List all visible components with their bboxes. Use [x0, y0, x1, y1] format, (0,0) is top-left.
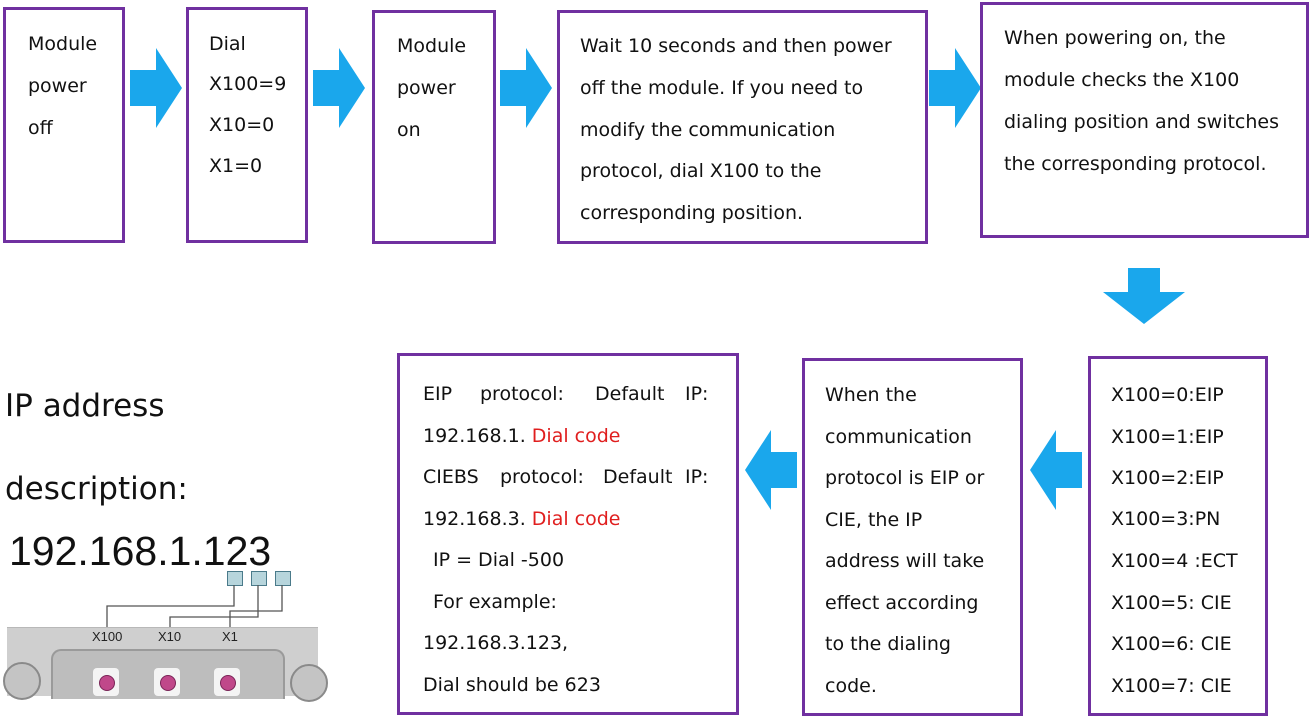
step-text: X10=0: [209, 114, 275, 136]
left-arrow-icon: [745, 430, 797, 510]
step-text: off the module. If you need to: [580, 77, 864, 99]
step-text: power: [397, 77, 456, 99]
ip-example-number: 192.168.1.123: [9, 528, 272, 574]
step-text: on: [397, 119, 421, 141]
eip-dial-code: Dial code: [531, 425, 621, 447]
ciebs-label: CIEBS: [423, 466, 479, 488]
effect-text: When the: [825, 384, 917, 406]
step-text: modify the communication: [580, 119, 836, 141]
right-arrow-icon: [929, 48, 981, 128]
eip-ip-word: IP:: [685, 383, 709, 405]
protocol-list-box: X100=0:EIP X100=1:EIP X100=2:EIP X100=3:…: [1088, 356, 1268, 716]
step-text: Wait 10 seconds and then power: [580, 35, 892, 57]
effect-text: CIE, the IP: [825, 509, 923, 531]
step-text: X1=0: [209, 155, 263, 177]
down-arrow-icon: [1103, 268, 1185, 324]
dial-label-x10: X10: [158, 629, 182, 644]
connector-square: [251, 571, 267, 586]
effect-text: protocol is EIP or: [825, 467, 985, 489]
protocol-item: X100=2:EIP: [1111, 467, 1224, 489]
eip-label: EIP: [423, 383, 453, 405]
step-power-on-box: Module power on: [372, 10, 496, 244]
step-text: the corresponding protocol.: [1004, 153, 1267, 175]
protocol-item: X100=6: CIE: [1111, 633, 1232, 655]
eip-protocol-word: protocol:: [480, 383, 564, 405]
ciebs-ip-word: IP:: [685, 466, 709, 488]
step-check-box: When powering on, the module checks the …: [980, 2, 1309, 238]
rotary-dial-x100-icon: [93, 668, 119, 696]
dial-panel: [3, 627, 328, 702]
right-arrow-icon: [313, 48, 365, 128]
dial-label-x1: X1: [222, 629, 238, 644]
effect-text: code.: [825, 675, 877, 697]
protocol-item: X100=0:EIP: [1111, 384, 1224, 406]
example-result: Dial should be 623: [423, 674, 601, 696]
ciebs-default-ip: 192.168.3. Dial code: [423, 510, 621, 529]
ciebs-default-word: Default: [603, 466, 673, 488]
ip-description-title-line1: IP address: [5, 388, 165, 424]
ip-formula: IP = Dial -500: [433, 549, 565, 571]
rotary-dial-x1-icon: [214, 668, 240, 696]
step-text: Dial: [209, 33, 246, 55]
step-text: corresponding position.: [580, 202, 804, 224]
protocol-item: X100=1:EIP: [1111, 426, 1224, 448]
step-text: power: [28, 75, 87, 97]
example-label: For example:: [433, 591, 557, 613]
screw-right-icon: [290, 664, 328, 702]
ip-default-box: EIP protocol: Default IP: 192.168.1. Dia…: [397, 353, 739, 715]
protocol-item: X100=7: CIE: [1111, 675, 1232, 697]
ciebs-dial-code: Dial code: [531, 508, 621, 530]
step-text: Module: [397, 35, 467, 57]
effect-text: to the dialing: [825, 633, 951, 655]
ciebs-protocol-word: protocol:: [500, 466, 584, 488]
step-wait-box: Wait 10 seconds and then power off the m…: [557, 10, 928, 244]
eip-ip-prefix: 192.168.1.: [423, 425, 526, 447]
rotary-dial-x10-icon: [154, 668, 180, 696]
step-text: off: [28, 117, 53, 139]
step-text: Module: [28, 33, 98, 55]
effect-text: effect according: [825, 592, 979, 614]
right-arrow-icon: [130, 48, 182, 128]
right-arrow-icon: [500, 48, 552, 128]
step-power-off-box: Module power off: [3, 7, 125, 243]
step-text: module checks the X100: [1004, 69, 1240, 91]
connector-square: [227, 571, 243, 586]
dial-label-x100: X100: [92, 629, 123, 644]
step-text: X100=9: [209, 73, 287, 95]
ip-effect-box: When the communication protocol is EIP o…: [802, 358, 1023, 716]
ip-description-title-line2: description:: [5, 471, 188, 507]
protocol-item: X100=3:PN: [1111, 508, 1221, 530]
step-text: dialing position and switches: [1004, 111, 1280, 133]
example-ip: 192.168.3.123,: [423, 632, 569, 654]
protocol-item: X100=4 :ECT: [1111, 550, 1238, 572]
effect-text: address will take: [825, 550, 985, 572]
eip-default-word: Default: [595, 383, 665, 405]
screw-left-icon: [3, 662, 41, 700]
dial-connector-lines: [106, 585, 283, 628]
protocol-item: X100=5: CIE: [1111, 592, 1232, 614]
eip-default-ip: 192.168.1. Dial code: [423, 427, 621, 446]
left-arrow-icon: [1030, 430, 1082, 510]
step-dial-box: Dial X100=9 X10=0 X1=0: [186, 7, 308, 243]
ciebs-ip-prefix: 192.168.3.: [423, 508, 526, 530]
connector-square: [275, 571, 291, 586]
step-text: When powering on, the: [1004, 27, 1226, 49]
effect-text: communication: [825, 426, 972, 448]
step-text: protocol, dial X100 to the: [580, 160, 822, 182]
